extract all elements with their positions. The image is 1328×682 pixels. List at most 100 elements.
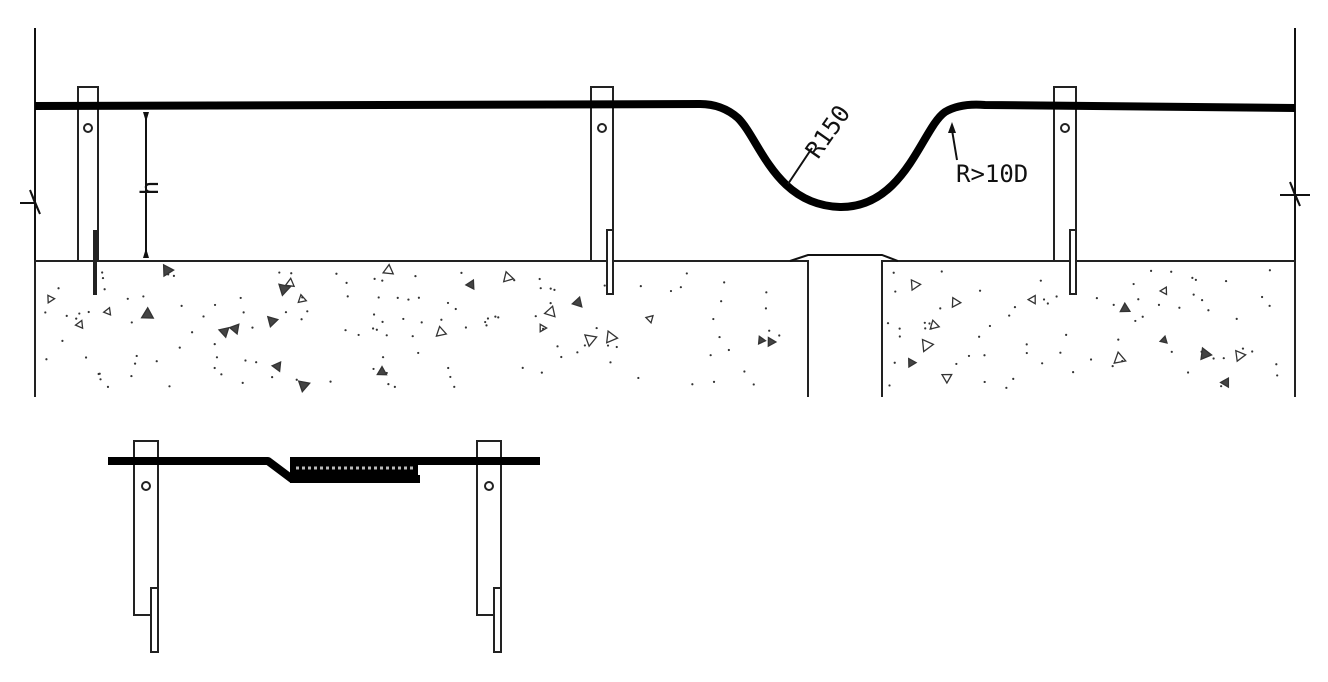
aggregate-dot xyxy=(712,380,716,383)
aggregate-stone xyxy=(757,335,767,345)
aggregate-stone xyxy=(102,306,112,316)
aggregate-dot xyxy=(1012,377,1015,380)
aggregate-stone xyxy=(921,338,935,353)
aggregate-dot xyxy=(344,329,347,332)
aggregate-dot xyxy=(894,290,897,293)
aggregate-dot xyxy=(373,277,376,281)
aggregate-stone xyxy=(74,319,84,330)
aggregate-dot xyxy=(1055,295,1058,298)
aggregate-dot xyxy=(178,346,181,349)
aggregate-stone xyxy=(1200,346,1213,361)
aggregate-dot xyxy=(549,302,552,305)
r10d-label: R>10D xyxy=(956,160,1028,188)
aggregate-dot xyxy=(407,298,410,301)
aggregate-stone xyxy=(908,357,918,369)
aggregate-dot xyxy=(1095,297,1098,300)
aggregate-dot xyxy=(449,375,452,379)
aggregate-dot xyxy=(106,385,110,388)
aggregate-dot xyxy=(172,274,176,278)
aggregate-dot xyxy=(1111,365,1114,368)
aggregate-dot xyxy=(1192,293,1195,296)
aggregate-dot xyxy=(712,317,715,321)
aggregate-dot xyxy=(190,331,194,334)
aggregate-dot xyxy=(898,335,901,338)
aggregate-stone xyxy=(929,318,941,331)
support-bracket-1 xyxy=(77,86,99,295)
aggregate-dot xyxy=(778,334,781,337)
aggregate-dot xyxy=(1194,278,1197,281)
aggregate-stone xyxy=(140,306,155,319)
aggregate-dot xyxy=(988,324,992,328)
aggregate-dot xyxy=(345,281,348,284)
aggregate-dot xyxy=(130,374,133,378)
aggregate-dot xyxy=(393,385,396,388)
aggregate-dot xyxy=(765,291,768,294)
busbar-conductor xyxy=(34,100,1296,212)
r10d-leader xyxy=(951,129,958,161)
aggregate-dot xyxy=(1178,306,1181,309)
aggregate-stone xyxy=(464,278,475,291)
aggregate-dot xyxy=(1149,269,1153,273)
aggregate-dot xyxy=(1117,338,1120,341)
aggregate-dot xyxy=(213,303,217,307)
aggregate-stone xyxy=(910,278,922,292)
aggregate-dot xyxy=(1224,279,1228,283)
aggregate-stone xyxy=(1113,350,1127,364)
aggregate-dot xyxy=(928,322,931,325)
aggregate-dot xyxy=(486,317,490,320)
aggregate-dot xyxy=(1276,374,1279,377)
aggregate-dot xyxy=(583,344,586,347)
aggregate-stone xyxy=(1026,294,1036,305)
joint-gap-cover xyxy=(789,254,899,262)
aggregate-dot xyxy=(1046,302,1049,305)
aggregate-dot xyxy=(97,372,100,376)
aggregate-dot xyxy=(75,317,78,320)
aggregate-dot xyxy=(202,315,205,318)
height-label: h xyxy=(136,181,164,195)
aggregate-dot xyxy=(381,356,385,359)
aggregate-dot xyxy=(381,279,384,282)
aggregate-dot xyxy=(155,360,158,363)
aggregate-dot xyxy=(142,295,145,298)
aggregate-dot xyxy=(460,271,463,274)
aggregate-dot xyxy=(1268,304,1271,307)
aggregate-dot xyxy=(180,304,183,307)
aggregate-dot xyxy=(1041,362,1044,365)
aggregate-stone xyxy=(376,365,388,376)
aggregate-stone xyxy=(1119,301,1132,313)
aggregate-dot xyxy=(278,271,281,274)
aggregate-dot xyxy=(454,307,457,311)
aggregate-dot xyxy=(534,315,537,318)
aggregate-dot xyxy=(539,287,542,290)
aggregate-dot xyxy=(329,380,332,383)
aggregate-dot xyxy=(983,380,986,384)
aggregate-dot xyxy=(213,366,216,370)
aggregate-dot xyxy=(1186,371,1190,374)
right-break-mark xyxy=(1280,181,1310,207)
aggregate-dot xyxy=(126,297,129,300)
aggregate-dot xyxy=(639,285,642,288)
aggregate-stone xyxy=(1219,376,1230,389)
aggregate-dot xyxy=(130,321,133,324)
aggregate-dot xyxy=(615,345,618,349)
aggregate-stone xyxy=(47,294,56,304)
aggregate-dot xyxy=(213,342,216,346)
aggregate-dot xyxy=(967,354,971,358)
r150-leader xyxy=(787,147,813,185)
aggregate-stone xyxy=(284,277,296,288)
aggregate-dot xyxy=(764,307,768,310)
aggregate-stone xyxy=(543,304,556,318)
aggregate-dot xyxy=(371,327,375,330)
aggregate-stone xyxy=(951,296,963,309)
concrete-slab-right xyxy=(881,260,1296,397)
aggregate-dot xyxy=(99,378,102,381)
aggregate-dot xyxy=(1260,295,1264,299)
aggregate-dot xyxy=(1212,357,1215,360)
aggregate-dot xyxy=(1008,314,1011,317)
aggregate-dot xyxy=(1137,298,1140,301)
aggregate-dot xyxy=(723,281,726,284)
aggregate-stone xyxy=(644,314,654,325)
aggregate-stone xyxy=(297,380,311,393)
aggregate-dot xyxy=(133,362,137,365)
aggregate-dot xyxy=(1170,350,1173,353)
